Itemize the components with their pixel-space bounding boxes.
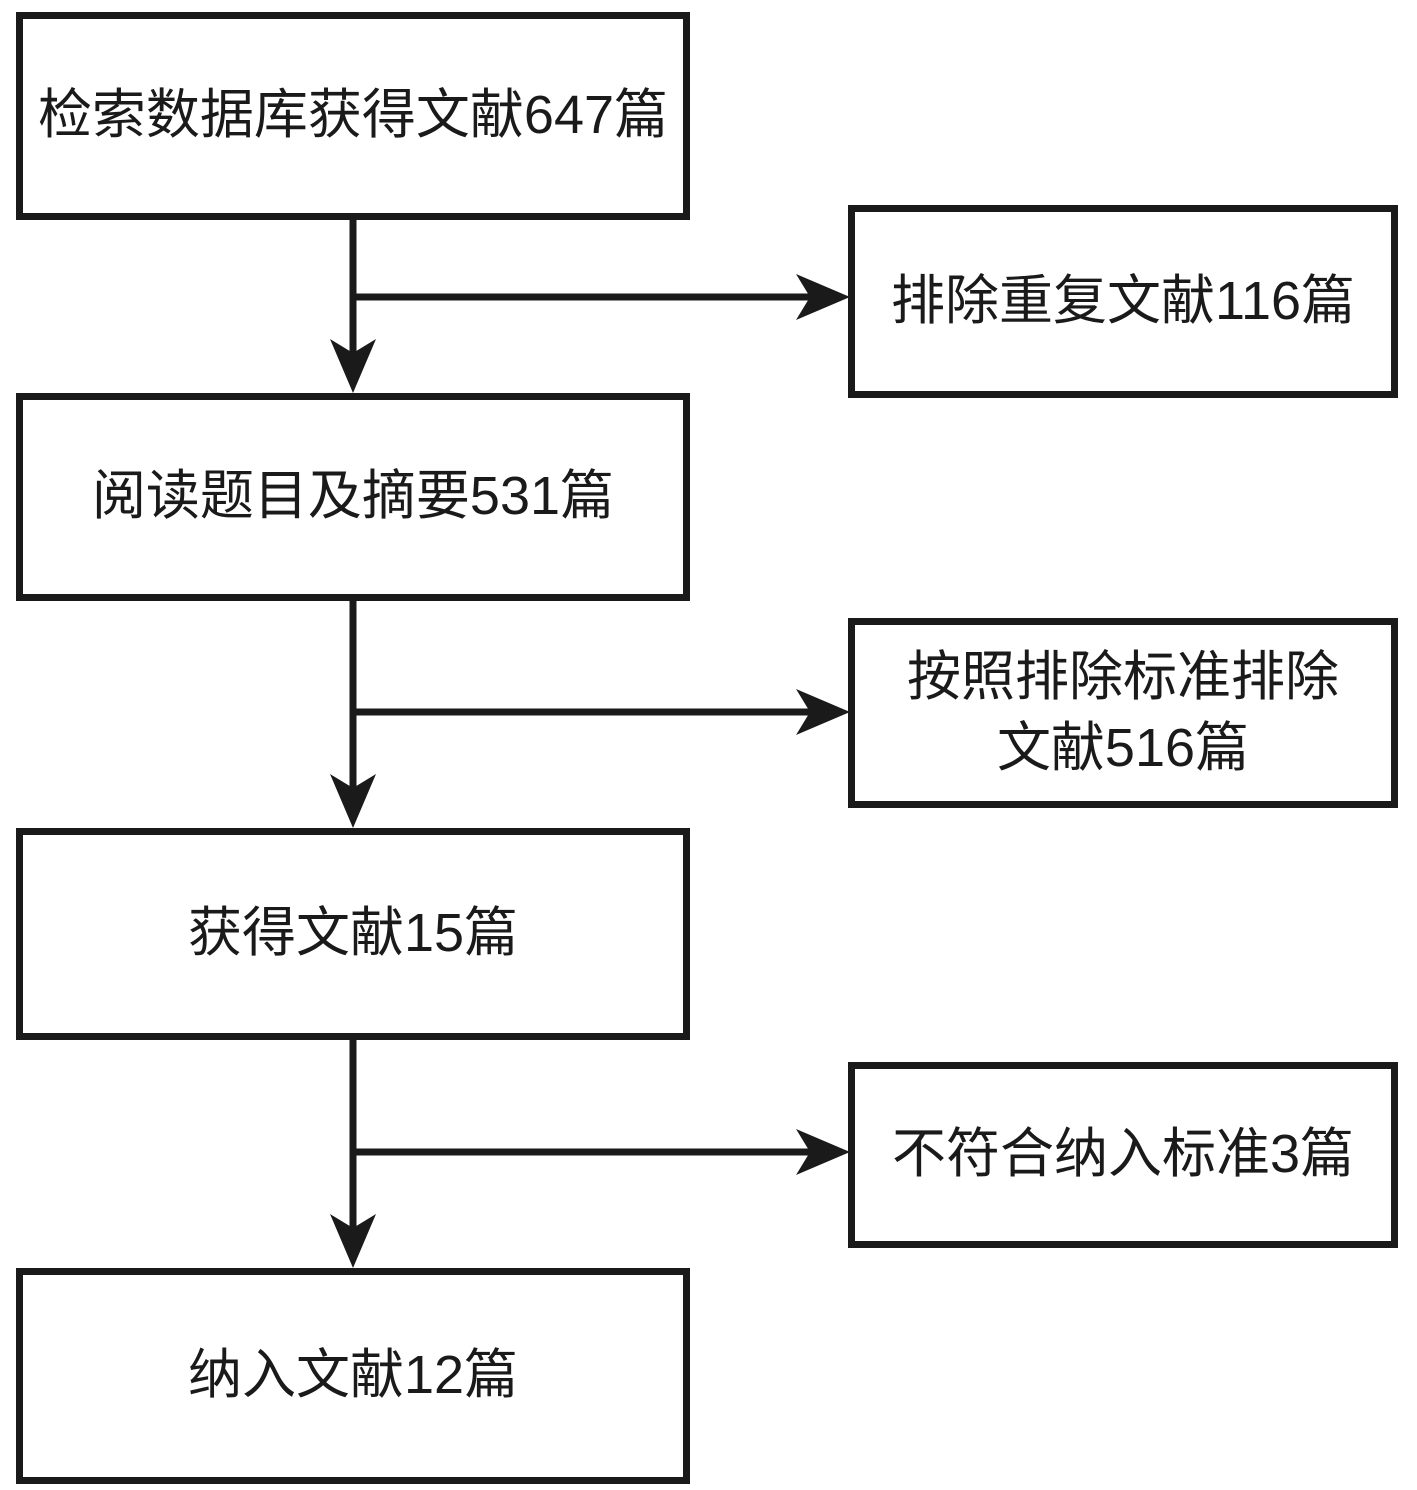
arrow-down-icon — [330, 774, 376, 828]
flow-step-label: 获得文献15篇 — [187, 903, 519, 964]
flow-step-read-titles-abstracts: 阅读题目及摘要531篇 — [16, 393, 690, 601]
branch-label-line-2: 文献516篇 — [996, 718, 1250, 778]
flow-step-label: 纳入文献12篇 — [187, 1345, 519, 1406]
flow-step-label: 检索数据库获得文献647篇 — [37, 85, 669, 146]
flow-step-label: 阅读题目及摘要531篇 — [91, 466, 615, 527]
flow-step-included-articles: 纳入文献12篇 — [16, 1268, 690, 1484]
arrow-right-icon — [796, 689, 850, 735]
branch-label: 排除重复文献116篇 — [890, 270, 1356, 331]
branch-excluded-duplicates: 排除重复文献116篇 — [848, 205, 1398, 398]
branch-label-line-1: 按照排除标准排除 — [907, 646, 1339, 707]
arrow-down-icon — [330, 1214, 376, 1268]
arrow-right-icon — [796, 274, 850, 320]
branch-not-meeting-inclusion: 不符合纳入标准3篇 — [848, 1062, 1398, 1248]
branch-excluded-by-criteria: 按照排除标准排除 文献516篇 — [848, 618, 1398, 808]
branch-label: 按照排除标准排除 文献516篇 — [907, 642, 1339, 785]
arrow-right-icon — [796, 1129, 850, 1175]
flow-step-obtained-articles: 获得文献15篇 — [16, 828, 690, 1040]
branch-label: 不符合纳入标准3篇 — [891, 1124, 1355, 1185]
flow-step-search-database: 检索数据库获得文献647篇 — [16, 12, 690, 220]
arrow-down-icon — [330, 339, 376, 393]
